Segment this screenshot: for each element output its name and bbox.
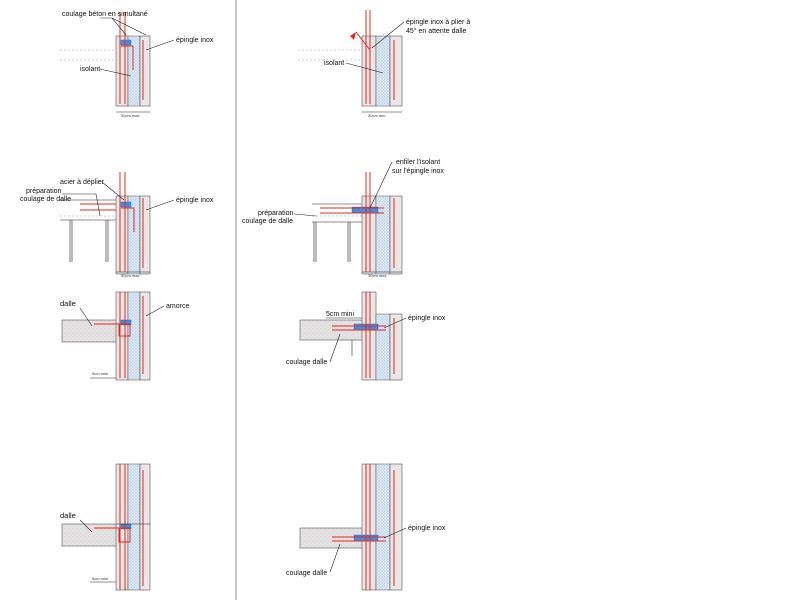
label-epingle-plier-2: 45° en attente dalle bbox=[406, 27, 467, 35]
label-enfiler-2: sur l'épingle inox bbox=[392, 168, 444, 175]
leader-preparation-2 bbox=[293, 213, 317, 217]
leader-coulage-beton bbox=[100, 17, 147, 36]
label-coulage-beton: coulage béton en simultané bbox=[62, 11, 148, 18]
detail-left-3: 5cm mini bbox=[61, 291, 151, 381]
detail-left-2: 30cm max bbox=[60, 172, 151, 278]
label-epingle-inox-2: épingle inox bbox=[176, 197, 214, 204]
detail-right-4 bbox=[299, 463, 403, 591]
leader-epingle-inox-4 bbox=[383, 527, 407, 539]
label-epingle-plier-1: épingle inox à plier à bbox=[406, 19, 470, 26]
leader-isolant-2 bbox=[345, 62, 384, 74]
leader-epingle-inox-2 bbox=[145, 199, 175, 211]
label-epingle-inox-4: épingle inox bbox=[408, 525, 446, 532]
label-5cm-mini: 5cm mini bbox=[326, 311, 354, 318]
label-enfiler-1: enfiler l'isolant bbox=[396, 159, 440, 166]
dim-label: 30cm min bbox=[368, 113, 385, 118]
label-epingle-inox-3: épingle inox bbox=[408, 315, 446, 322]
label-coulage-dalle-1: coulage dalle bbox=[286, 359, 327, 366]
detail-right-1: 30cm min bbox=[298, 10, 403, 118]
label-dalle-1: dalle bbox=[60, 299, 76, 308]
leader-epingle-inox-3 bbox=[383, 317, 407, 329]
label-acier-deplier: acier à déplier bbox=[60, 179, 105, 186]
dim-label: 5cm mini bbox=[92, 371, 108, 376]
leader-acier-deplier bbox=[101, 181, 125, 201]
label-epingle-inox-1: épingle inox bbox=[176, 37, 214, 44]
label-coulage-de-dalle-2: coulage de dalle bbox=[242, 218, 293, 225]
detail-right-3 bbox=[299, 291, 403, 381]
label-preparation-1: préparation bbox=[26, 188, 62, 195]
leader-coulage-dalle-2 bbox=[329, 543, 341, 573]
label-coulage-dalle-2: coulage dalle bbox=[286, 570, 327, 577]
leader-epingle-plier bbox=[371, 21, 405, 49]
detail-left-1: 30cm max bbox=[60, 12, 151, 118]
leader-isolant-1 bbox=[99, 68, 132, 77]
dim-label: 5cm mini bbox=[92, 576, 108, 581]
connector-block bbox=[120, 319, 132, 326]
detail-left-4: 5cm mini bbox=[61, 463, 151, 591]
label-preparation-2: préparation bbox=[258, 210, 294, 217]
connector-block bbox=[120, 39, 132, 46]
label-coulage-de-dalle-1: coulage de dalle bbox=[20, 196, 71, 203]
leader-epingle-inox-1 bbox=[145, 39, 175, 51]
dim-label: 30cm max bbox=[121, 113, 139, 118]
leader-coulage-dalle-1 bbox=[329, 333, 341, 363]
leader-preparation-1 bbox=[62, 193, 101, 217]
detail-right-2: 30cm max bbox=[312, 172, 403, 278]
leader-dalle-2 bbox=[79, 519, 93, 533]
leader-enfiler bbox=[369, 161, 393, 209]
connector-block bbox=[120, 201, 132, 208]
label-dalle-2: dalle bbox=[60, 511, 76, 520]
dim-label: 30cm max bbox=[368, 273, 386, 278]
leader-dalle-1 bbox=[79, 307, 93, 327]
leader-amorce bbox=[145, 305, 165, 317]
label-isolant-1: isolant bbox=[80, 66, 100, 73]
dim-label: 30cm max bbox=[121, 273, 139, 278]
label-amorce: amorce bbox=[166, 303, 189, 310]
label-isolant-2: isolant bbox=[324, 60, 344, 67]
